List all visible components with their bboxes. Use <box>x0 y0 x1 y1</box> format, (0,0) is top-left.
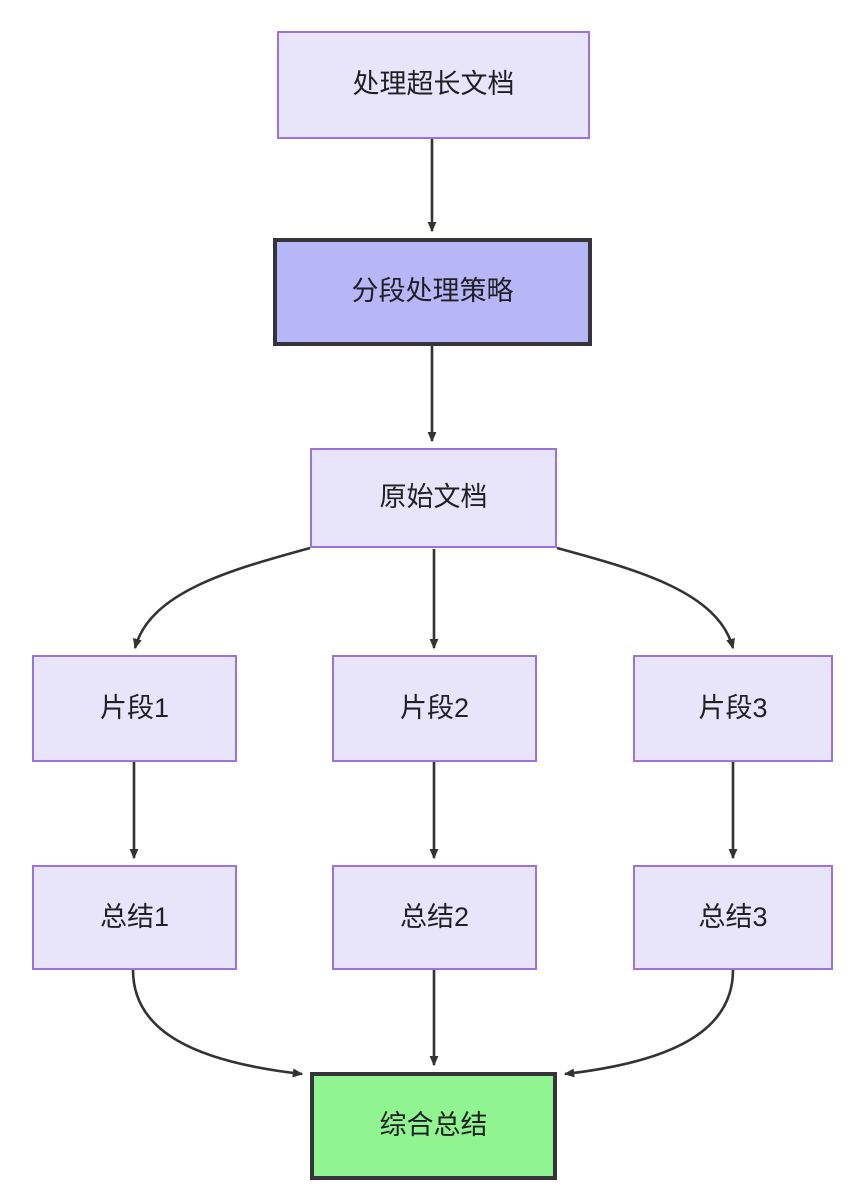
edge-summary-3-to-final-summary <box>563 969 735 1078</box>
node-fragment-3-label: 片段3 <box>698 692 768 723</box>
edge-source-doc-to-fragment-1 <box>133 546 311 650</box>
node-source-doc[interactable]: 原始文档 <box>310 448 557 548</box>
node-summary-2[interactable]: 总结2 <box>332 865 537 970</box>
node-fragment-3[interactable]: 片段3 <box>633 655 833 762</box>
node-fragment-1-label: 片段1 <box>99 692 170 723</box>
edge-summary-1-to-final-summary <box>131 969 304 1078</box>
node-source-doc-label: 原始文档 <box>379 482 488 513</box>
node-chunk-strategy-label: 分段处理策略 <box>351 276 514 307</box>
node-long-doc[interactable]: 处理超长文档 <box>277 31 590 139</box>
node-summary-3[interactable]: 总结3 <box>633 865 833 970</box>
node-long-doc-label: 处理超长文档 <box>352 69 515 100</box>
node-summary-1-label: 总结1 <box>99 901 170 932</box>
node-chunk-strategy[interactable]: 分段处理策略 <box>273 238 592 346</box>
node-final-summary[interactable]: 综合总结 <box>310 1072 557 1180</box>
node-final-summary-label: 综合总结 <box>379 1110 488 1141</box>
node-fragment-2-label: 片段2 <box>399 692 470 723</box>
node-summary-2-label: 总结2 <box>399 901 470 932</box>
node-fragment-2[interactable]: 片段2 <box>332 655 537 762</box>
node-summary-1[interactable]: 总结1 <box>32 865 237 970</box>
node-summary-3-label: 总结3 <box>698 901 768 932</box>
edge-source-doc-to-fragment-3 <box>556 546 735 650</box>
node-fragment-1[interactable]: 片段1 <box>32 655 237 762</box>
